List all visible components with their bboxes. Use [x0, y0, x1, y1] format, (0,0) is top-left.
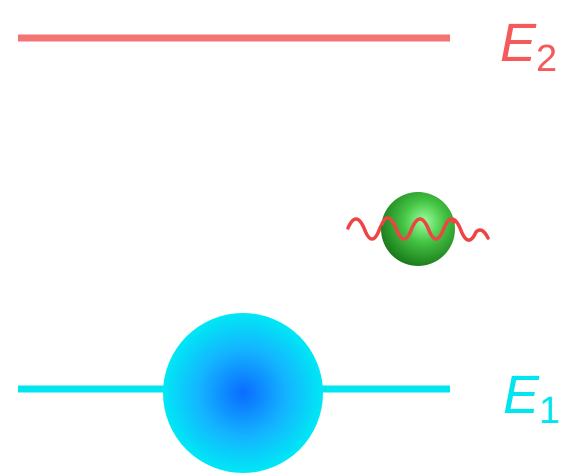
- lower-energy-level-label: E1: [503, 365, 560, 432]
- photon-sphere: [381, 192, 455, 266]
- lower-level-subscript: 1: [539, 390, 560, 432]
- lower-level-symbol: E: [503, 365, 540, 425]
- photon-wave-overlay: [380, 216, 456, 241]
- upper-level-symbol: E: [500, 13, 537, 73]
- upper-energy-level-label: E2: [500, 13, 557, 80]
- upper-level-subscript: 2: [536, 38, 557, 80]
- electron-sphere: [163, 313, 323, 473]
